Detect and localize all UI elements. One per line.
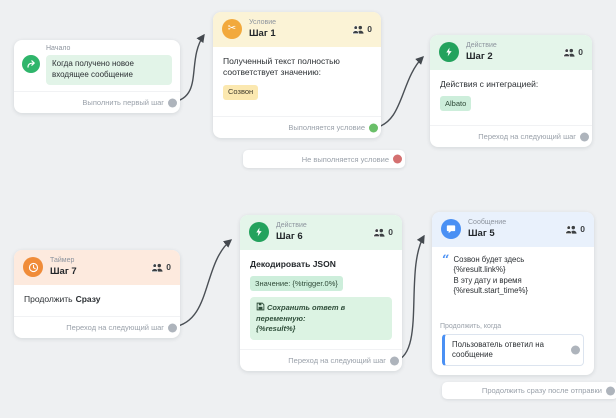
audience-count: 0 bbox=[151, 262, 171, 272]
output-row: Переход на следующий шаг bbox=[430, 125, 592, 147]
step-title: Шаг 6 bbox=[276, 231, 303, 243]
people-icon bbox=[563, 48, 575, 57]
audience-count-value: 0 bbox=[580, 224, 585, 235]
step-title: Шаг 1 bbox=[249, 28, 276, 40]
clock-icon bbox=[23, 257, 43, 278]
audience-count: 0 bbox=[563, 47, 583, 57]
condition-value-badge: Созвон bbox=[223, 84, 259, 100]
output-label: Переход на следующий шаг bbox=[66, 323, 164, 332]
node-type-label: Начало bbox=[46, 45, 71, 52]
trigger-event-text: Когда получено новое входящее сообщение bbox=[46, 55, 172, 85]
output-port[interactable] bbox=[390, 356, 399, 365]
output-label: Выполнить первый шаг bbox=[82, 98, 164, 107]
timer-value: Сразу bbox=[75, 293, 101, 304]
node-header: Таймер Шаг 7 0 bbox=[14, 250, 180, 285]
value-badge: Значение: {%trigger.0%} bbox=[250, 276, 343, 292]
reply-arrow-icon bbox=[22, 55, 40, 73]
audience-count-value: 0 bbox=[578, 47, 583, 58]
step-title: Шаг 7 bbox=[50, 266, 77, 278]
step-title: Шаг 5 bbox=[468, 228, 495, 240]
reply-condition-port[interactable] bbox=[571, 345, 580, 355]
output-true-label: Выполняется условие bbox=[288, 123, 365, 132]
output-port-false[interactable] bbox=[393, 154, 402, 164]
node-type-label: Действие bbox=[276, 222, 307, 229]
scissors-icon: ✂ bbox=[222, 19, 242, 40]
condition-description: Полученный текст полностью соответствует… bbox=[223, 55, 340, 78]
node-step1-output-false: Не выполняется условие bbox=[243, 150, 405, 168]
action-title: Декодировать JSON bbox=[250, 258, 336, 269]
people-icon bbox=[151, 263, 163, 272]
output-false-label: Не выполняется условие bbox=[301, 154, 389, 164]
node-body: Декодировать JSON Значение: {%trigger.0%… bbox=[240, 250, 402, 349]
audience-count: 0 bbox=[352, 24, 372, 34]
node-type-label: Условие bbox=[249, 19, 277, 26]
output-port[interactable] bbox=[606, 386, 615, 395]
output-label: Переход на следующий шаг bbox=[288, 356, 386, 365]
people-icon bbox=[373, 228, 385, 237]
output-port[interactable] bbox=[168, 323, 177, 332]
node-body: “ Созвон будет здесь {%result.link%} В э… bbox=[432, 247, 594, 375]
output-port[interactable] bbox=[580, 132, 589, 141]
edge-start-step1 bbox=[173, 33, 205, 103]
message-preview: Созвон будет здесь {%result.link%} В эту… bbox=[453, 254, 529, 296]
action-description: Действия с интеграцией: bbox=[440, 78, 539, 89]
output-label: Переход на следующий шаг bbox=[478, 132, 576, 141]
output-port-true[interactable] bbox=[369, 123, 378, 132]
node-header: ✂ Условие Шаг 1 0 bbox=[213, 12, 381, 47]
reply-condition-box: Пользователь ответил на сообщение bbox=[442, 333, 584, 366]
node-step2-action[interactable]: Действие Шаг 2 0 Действия с интеграцией:… bbox=[430, 35, 592, 147]
node-header: Сообщение Шаг 5 0 bbox=[432, 212, 594, 247]
timer-label: Продолжить bbox=[24, 293, 73, 304]
node-body: Полученный текст полностью соответствует… bbox=[213, 47, 381, 116]
node-step5-message[interactable]: Сообщение Шаг 5 0 “ Созвон будет здесь {… bbox=[432, 212, 594, 375]
quote-icon: “ bbox=[442, 252, 450, 268]
audience-count-value: 0 bbox=[166, 262, 171, 273]
node-body: Действия с интеграцией: Albato bbox=[430, 70, 592, 125]
audience-count: 0 bbox=[565, 224, 585, 234]
integration-badge: Albato bbox=[440, 96, 472, 112]
continue-when-label: Продолжить, когда bbox=[440, 322, 502, 330]
node-step1-condition[interactable]: ✂ Условие Шаг 1 0 Полученный текст полно… bbox=[213, 12, 381, 138]
node-type-label: Таймер bbox=[50, 257, 75, 264]
audience-count-value: 0 bbox=[388, 227, 393, 238]
node-type-label: Действие bbox=[466, 42, 497, 49]
step-title: Шаг 2 bbox=[466, 51, 493, 63]
audience-count-value: 0 bbox=[367, 24, 372, 35]
lightning-icon bbox=[439, 42, 459, 63]
edge-step7-step6 bbox=[173, 239, 233, 328]
output-row: Переход на следующий шаг bbox=[240, 349, 402, 371]
output-row-true: Выполняется условие bbox=[213, 116, 381, 138]
start-output-port[interactable] bbox=[168, 98, 177, 107]
output-row: Выполнить первый шаг bbox=[14, 91, 180, 113]
people-icon bbox=[565, 225, 577, 234]
edge-step6-step5 bbox=[395, 234, 425, 362]
floppy-disk-icon bbox=[256, 303, 265, 311]
reply-condition-text: Пользователь ответил на сообщение bbox=[452, 339, 544, 359]
audience-count: 0 bbox=[373, 227, 393, 237]
node-header: Действие Шаг 6 0 bbox=[240, 215, 402, 250]
edge-step1-step2 bbox=[374, 56, 424, 129]
lightning-icon bbox=[249, 222, 269, 243]
node-header: Действие Шаг 2 0 bbox=[430, 35, 592, 70]
node-start[interactable]: Начало Когда получено новое входящее соо… bbox=[14, 40, 180, 113]
save-note: Сохранить ответ в переменную: {%result%} bbox=[256, 303, 346, 334]
start-header: Начало Когда получено новое входящее соо… bbox=[14, 40, 180, 89]
output-label: Продолжить сразу после отправки bbox=[481, 386, 602, 395]
node-step6-action[interactable]: Действие Шаг 6 0 Декодировать JSON Значе… bbox=[240, 215, 402, 371]
save-result-box: Сохранить ответ в переменную: {%result%} bbox=[250, 297, 392, 340]
chat-bubble-icon bbox=[441, 219, 461, 240]
people-icon bbox=[352, 25, 364, 34]
output-row: Переход на следующий шаг bbox=[14, 316, 180, 338]
node-step5-output: Продолжить сразу после отправки bbox=[442, 382, 616, 399]
node-type-label: Сообщение bbox=[468, 219, 507, 226]
